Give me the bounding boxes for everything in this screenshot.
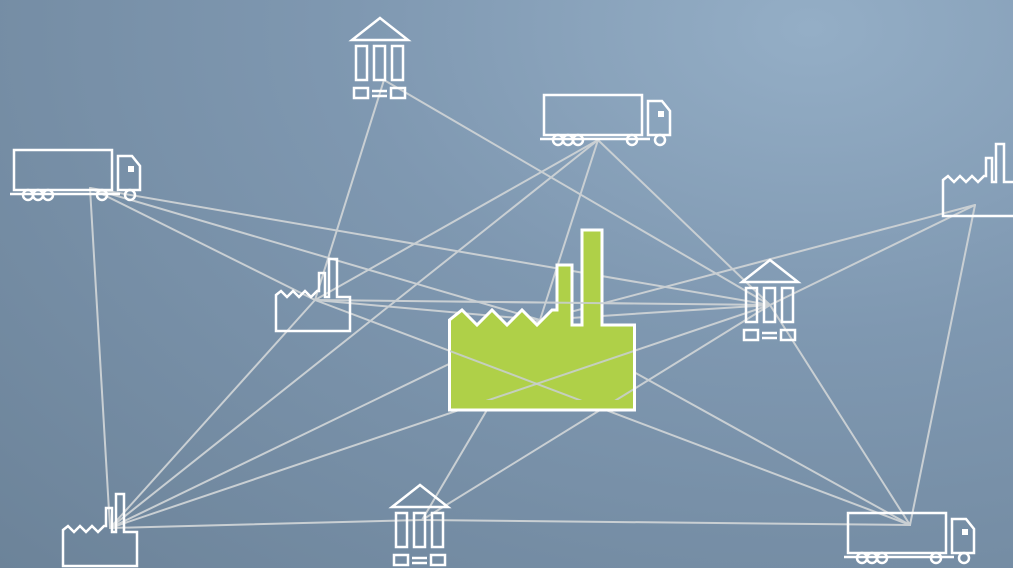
warehouse-top-warehouse-icon <box>348 16 412 100</box>
warehouse-bottom-center-warehouse-icon <box>388 483 452 567</box>
link-factory-top-right-to-warehouse-mid-right <box>769 204 976 306</box>
link-truck-top-left-to-central-factory <box>89 187 541 321</box>
link-factory-top-right-to-truck-bottom-right <box>909 204 976 526</box>
link-truck-top-center-to-central-factory <box>539 139 599 321</box>
link-warehouse-bottom-center-to-truck-bottom-right <box>421 519 911 526</box>
factory-bottom-left-factory-icon <box>61 492 139 568</box>
link-truck-bottom-right-to-factory-mid-left <box>314 299 911 526</box>
link-warehouse-top-to-factory-mid-left <box>314 79 385 301</box>
overlay-link-factory-mid-left-to-warehouse-mid-right <box>450 300 633 305</box>
link-truck-top-left-to-warehouse-mid-right <box>89 187 771 306</box>
factory-mid-left-factory-icon <box>274 257 352 333</box>
warehouse-mid-right-warehouse-icon <box>738 258 802 342</box>
link-warehouse-top-to-warehouse-mid-right <box>383 79 771 306</box>
link-factory-top-right-to-central-factory <box>539 204 976 321</box>
link-truck-top-left-to-factory-mid-left <box>89 187 316 301</box>
link-truck-top-center-to-factory-mid-left <box>314 139 599 301</box>
link-truck-top-center-to-warehouse-mid-right <box>597 139 771 306</box>
hub-overlay-links <box>450 300 633 400</box>
truck-top-left-truck-icon <box>10 148 142 202</box>
link-factory-mid-left-to-factory-bottom-left <box>109 299 316 529</box>
link-truck-top-left-to-factory-bottom-left <box>89 187 111 529</box>
central-factory-factory-icon <box>448 228 636 412</box>
link-factory-mid-left-to-central-factory <box>314 299 541 321</box>
factory-top-right-factory-icon <box>941 142 1013 218</box>
link-warehouse-mid-right-to-factory-bottom-left <box>109 304 771 529</box>
truck-bottom-right-truck-icon <box>844 511 976 565</box>
node-layer <box>10 16 1013 568</box>
link-layer <box>89 79 976 529</box>
truck-top-center-truck-icon <box>540 93 672 147</box>
link-central-factory-to-warehouse-mid-right <box>539 304 771 321</box>
link-factory-bottom-left-to-warehouse-bottom-center <box>109 519 423 529</box>
link-warehouse-mid-right-to-truck-bottom-right <box>769 304 911 526</box>
link-truck-top-center-to-factory-bottom-left <box>109 139 599 529</box>
link-warehouse-mid-right-to-warehouse-bottom-center <box>421 304 771 521</box>
